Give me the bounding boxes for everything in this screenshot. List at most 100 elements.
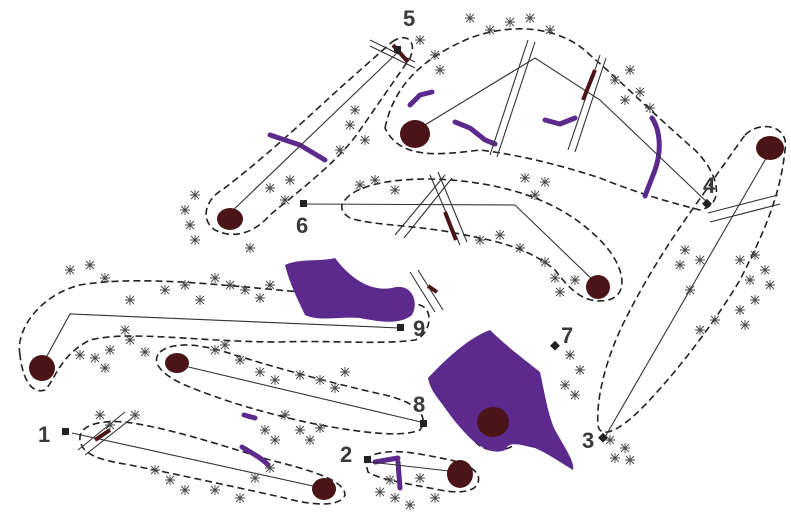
tree-icon <box>505 17 515 27</box>
tree-icon <box>430 493 440 503</box>
line-9 <box>41 313 401 366</box>
lake-lower <box>428 330 574 470</box>
tree-icon <box>495 230 505 240</box>
tree-icon <box>265 280 275 290</box>
hole-6-outline <box>340 178 623 302</box>
hole-1-outline <box>79 420 346 505</box>
tree-icon <box>620 443 630 453</box>
tree-icon <box>570 275 580 285</box>
hazard-h <box>372 455 403 491</box>
hole-number-5: 5 <box>403 6 415 31</box>
tree-icon <box>250 473 260 483</box>
tree-clusters <box>65 13 775 510</box>
tree-icon <box>515 243 525 253</box>
tree-icon <box>150 465 160 475</box>
bridge-6 <box>394 174 453 239</box>
tee-8 <box>420 420 427 427</box>
tee-9 <box>397 324 404 331</box>
tree-icon <box>740 320 750 330</box>
tree-icon <box>570 390 580 400</box>
bridge-3 <box>707 194 781 223</box>
green-5 <box>217 208 243 230</box>
tree-icon <box>695 255 705 265</box>
tree-icon <box>485 25 495 35</box>
tree-icon <box>295 370 305 380</box>
tree-icon <box>270 375 280 385</box>
tee-5 <box>394 46 401 53</box>
hazard-f <box>241 412 258 421</box>
hole-numbers: 1 2 3 4 5 6 7 8 9 <box>38 6 716 467</box>
tree-icon <box>165 475 175 485</box>
water-hazards <box>239 89 662 491</box>
green-7 <box>477 407 509 437</box>
tree-icon <box>735 305 745 315</box>
hole-number-6: 6 <box>296 213 308 238</box>
tree-icon <box>385 475 395 485</box>
bridge-4a <box>489 39 536 158</box>
green-8 <box>165 353 189 373</box>
tree-icon <box>565 350 575 360</box>
tree-icon <box>760 265 770 275</box>
hole-8-outline <box>155 344 424 435</box>
tree-icon <box>220 340 230 350</box>
bridges <box>77 39 781 456</box>
bridge-9 <box>409 269 444 313</box>
fairway-outlines <box>18 28 787 505</box>
hazard-c <box>452 119 498 147</box>
hazard-e <box>642 115 662 199</box>
tree-icon <box>90 353 100 363</box>
tree-icon <box>100 273 110 283</box>
tree-icon <box>540 177 550 187</box>
tree-icon <box>345 120 355 130</box>
hole-number-3: 3 <box>582 428 594 453</box>
tree-icon <box>745 275 755 285</box>
tee-1 <box>62 428 69 435</box>
tree-icon <box>370 175 380 185</box>
tree-icon <box>210 485 220 495</box>
tree-icon <box>405 500 415 510</box>
tree-icon <box>625 65 635 75</box>
tree-icon <box>75 350 85 360</box>
bridge-4b-dark <box>581 69 597 101</box>
tree-icon <box>550 273 560 283</box>
tree-icon <box>435 65 445 75</box>
line-1 <box>71 432 323 489</box>
tree-icon <box>255 293 265 303</box>
tree-icon <box>605 435 615 445</box>
tree-icon <box>125 295 135 305</box>
tree-icon <box>750 295 760 305</box>
tree-icon <box>680 245 690 255</box>
tree-icon <box>245 243 255 253</box>
hole-number-8: 8 <box>413 392 425 417</box>
hole-number-9: 9 <box>413 316 425 341</box>
tree-icon <box>525 13 535 23</box>
hazard-b <box>407 89 435 108</box>
tree-icon <box>185 220 195 230</box>
tree-icon <box>280 195 290 205</box>
tree-icon <box>120 325 130 335</box>
tree-icon <box>465 13 475 23</box>
tree-icon <box>355 180 365 190</box>
tree-icon <box>235 493 245 503</box>
tree-icon <box>415 35 425 45</box>
tree-icon <box>265 183 275 193</box>
bridge-1 <box>77 411 133 456</box>
tree-icon <box>295 425 305 435</box>
lake-upper <box>285 258 415 322</box>
line-5 <box>227 51 399 216</box>
tree-icon <box>475 235 485 245</box>
green-9 <box>29 355 55 381</box>
tree-icon <box>105 345 115 355</box>
line-6 <box>302 203 599 286</box>
tree-icon <box>225 280 235 290</box>
hazard-g <box>239 444 271 468</box>
tree-icon <box>710 315 720 325</box>
tree-icon <box>105 420 115 430</box>
hole-4-outline <box>384 28 718 211</box>
tee-7 <box>550 340 560 351</box>
hole-number-2: 2 <box>340 442 352 467</box>
hole-number-1: 1 <box>38 422 50 447</box>
tree-icon <box>315 375 325 385</box>
tree-icon <box>620 95 630 105</box>
